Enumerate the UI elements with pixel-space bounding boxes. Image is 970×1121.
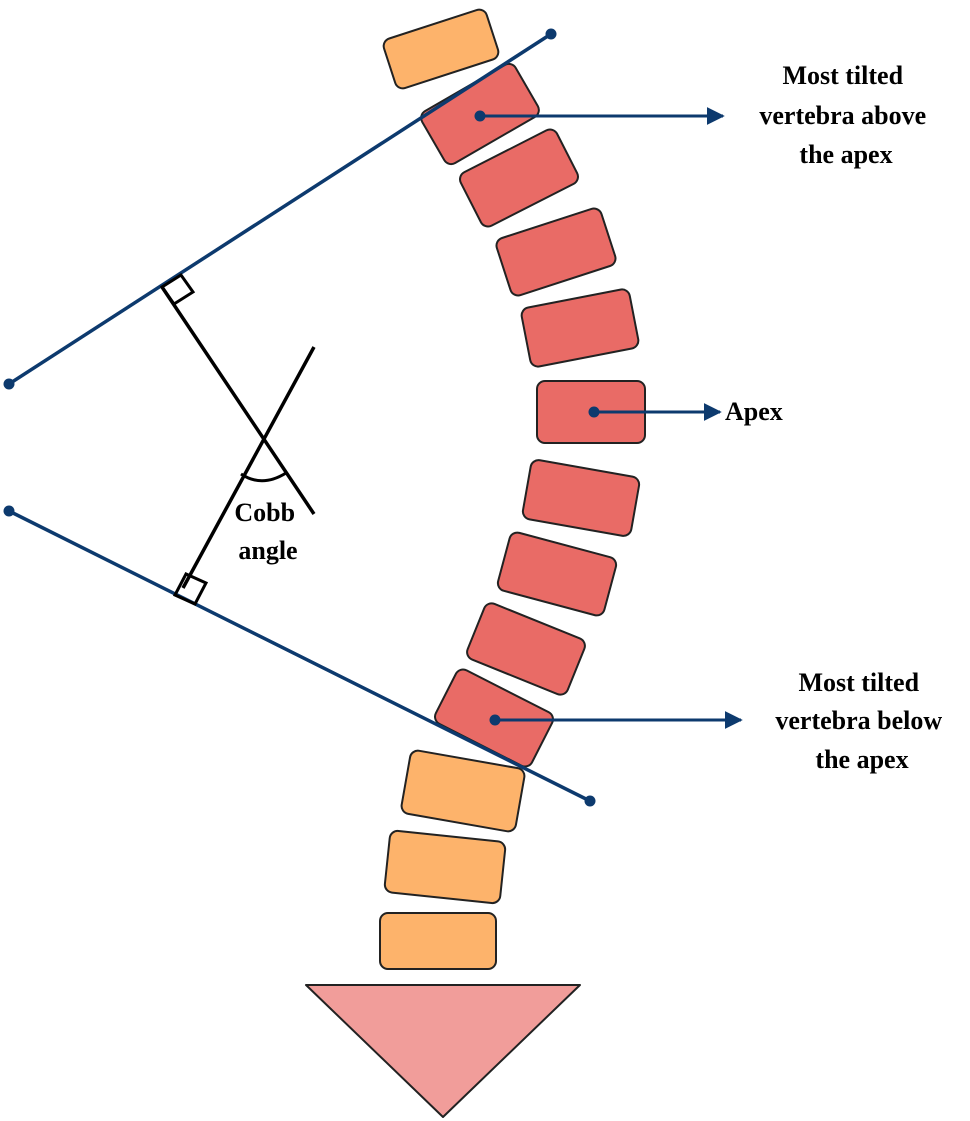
perpendicular-lower — [181, 346, 316, 589]
lower-endplate-line — [8, 509, 591, 803]
label-tilted-above: Most tilted vertebra above the apex — [759, 61, 932, 169]
perpendicular-upper — [160, 286, 316, 515]
vertebra-lower-1 — [400, 749, 526, 833]
sacrum — [305, 984, 581, 1118]
upper-line-end-left — [3, 378, 15, 390]
arrow-tilted-above-dot — [474, 110, 486, 122]
label-tilted-below-line-1: Most tilted — [798, 668, 919, 697]
upper-line-end-right — [545, 28, 557, 40]
label-tilted-above-line-3: the apex — [799, 140, 892, 169]
lower-line-end-right — [584, 795, 596, 807]
label-cobb-line-1: Cobb — [234, 498, 295, 527]
arrow-tilted-below-dot — [489, 714, 501, 726]
right-angle-marker-lower — [172, 572, 209, 606]
label-tilted-above-line-2: vertebra above — [759, 101, 926, 130]
vertebra-lower-2 — [383, 829, 507, 905]
vertebra-curve-2 — [459, 128, 579, 228]
label-apex: Apex — [725, 397, 783, 426]
upper-endplate-line — [8, 32, 552, 386]
label-cobb-line-2: angle — [238, 536, 297, 565]
vertebra-curve-7 — [496, 531, 618, 617]
vertebra-top — [382, 8, 500, 90]
vertebra-curve-3 — [495, 207, 617, 297]
label-tilted-below: Most tilted vertebra below the apex — [775, 668, 948, 774]
label-tilted-below-line-3: the apex — [815, 745, 908, 774]
vertebra-curve-8 — [466, 602, 586, 696]
arrow-apex-dot — [588, 406, 600, 418]
vertebra-curve-6 — [521, 459, 641, 537]
lower-line-end-left — [3, 505, 15, 517]
label-cobb-angle: Cobb angle — [234, 498, 301, 565]
label-tilted-below-line-2: vertebra below — [775, 706, 942, 735]
cobb-angle-arc — [240, 471, 287, 483]
vertebra-curve-4 — [520, 288, 640, 368]
vertebra-lower-3 — [379, 912, 497, 970]
right-angle-marker-upper — [159, 272, 196, 307]
label-tilted-above-line-1: Most tilted — [782, 61, 903, 90]
